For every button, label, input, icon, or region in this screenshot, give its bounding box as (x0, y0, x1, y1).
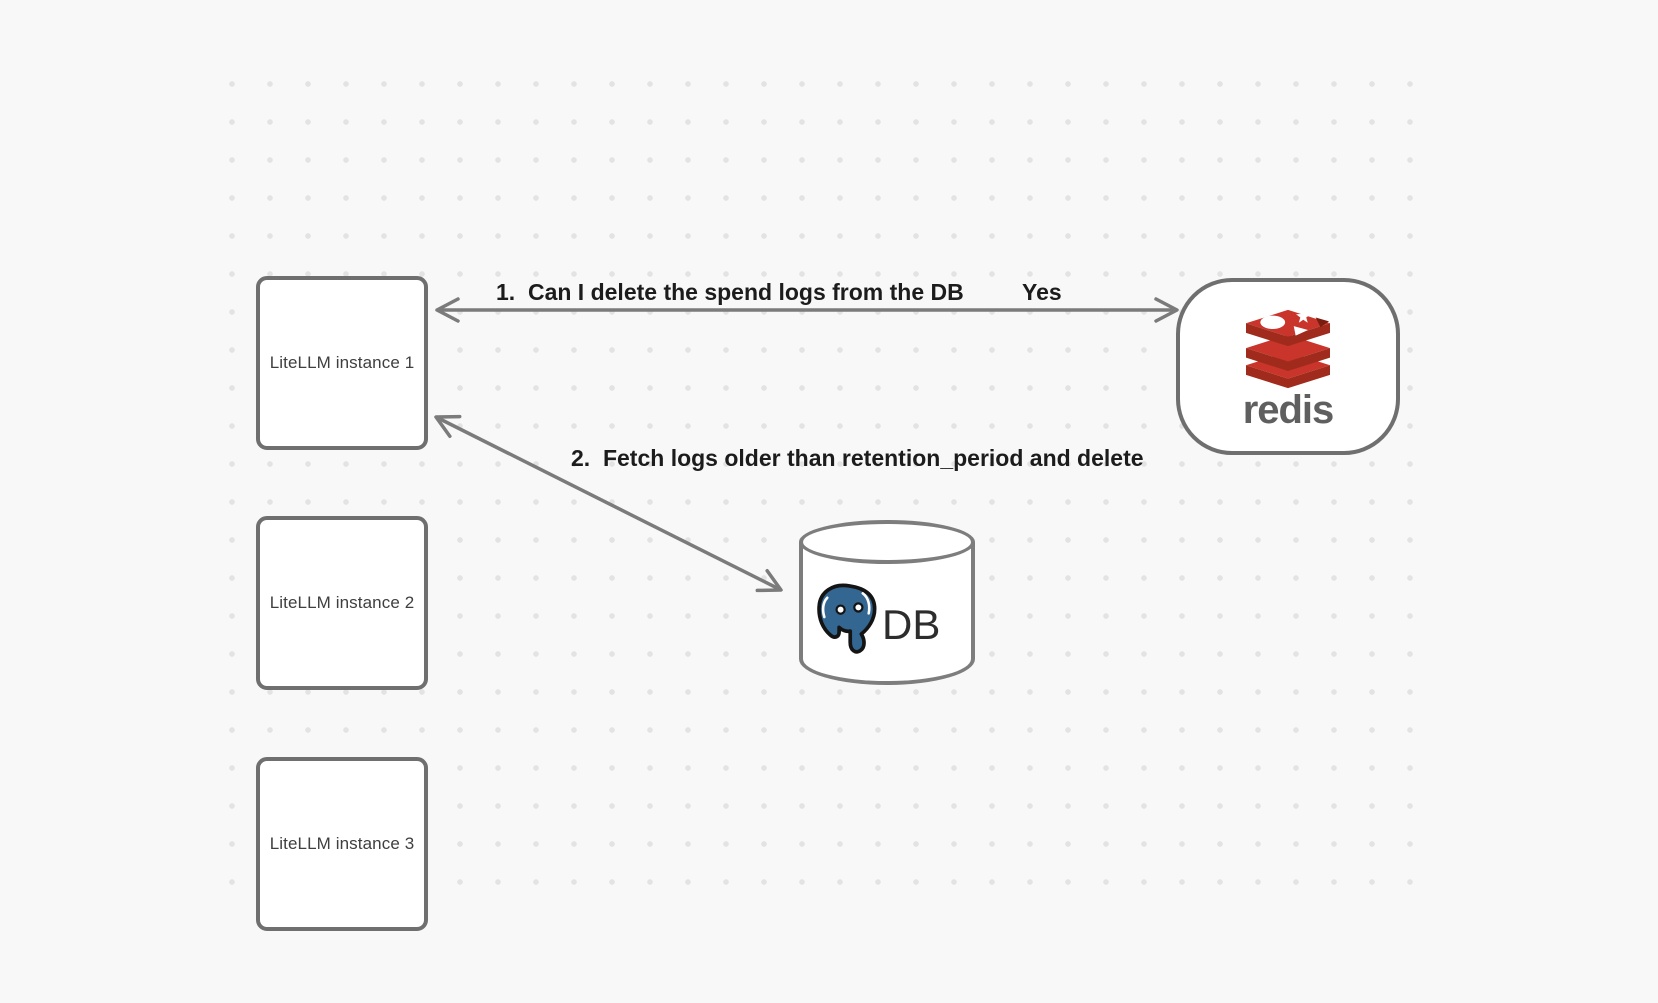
edge1-response-label: Yes (1022, 279, 1062, 305)
db-label: DB (882, 601, 941, 648)
postgresql-elephant-icon (817, 583, 877, 654)
node-litellm-instance-1: LiteLLM instance 1 (256, 276, 428, 450)
node-label: LiteLLM instance 3 (269, 834, 415, 853)
node-litellm-instance-3: LiteLLM instance 3 (256, 757, 428, 931)
node-litellm-instance-2: LiteLLM instance 2 (256, 516, 428, 690)
redis-logo-icon (1246, 308, 1330, 388)
node-label: LiteLLM instance 1 (269, 353, 415, 372)
redis-label: redis (1242, 387, 1335, 432)
database-cylinder-top (799, 520, 975, 564)
edge1-label: 1. Can I delete the spend logs from the … (496, 279, 964, 305)
node-label: LiteLLM instance 2 (269, 593, 415, 612)
node-database: DB (799, 520, 975, 685)
node-redis: redis (1176, 278, 1400, 455)
edge2-label: 2. Fetch logs older than retention_perio… (571, 445, 1144, 471)
database-cylinder-body (799, 542, 975, 685)
